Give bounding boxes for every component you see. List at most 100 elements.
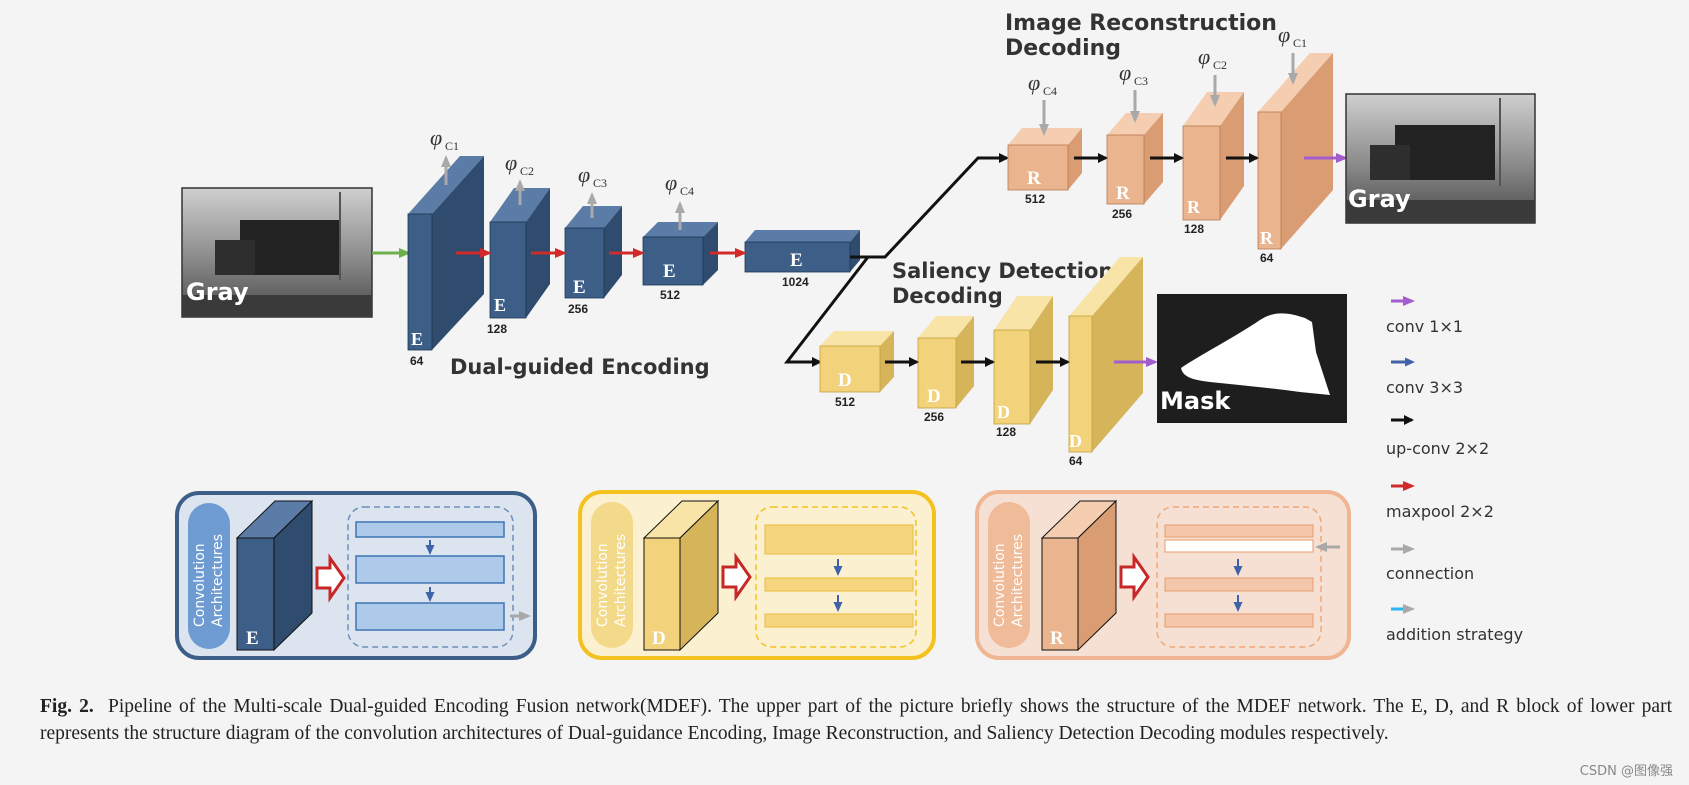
reconstruction-channel-4: 64 — [1260, 251, 1274, 265]
encoder-channel-5: 1024 — [782, 275, 809, 289]
encoder-block-5-letter: E — [790, 250, 803, 271]
reconstruction-channel-2: 256 — [1112, 207, 1132, 221]
reconstruction-channel-3: 128 — [1184, 222, 1204, 236]
saliency-detection-title-line2: Decoding — [892, 284, 1003, 308]
svg-text:C3: C3 — [1134, 74, 1148, 88]
legend: conv 1×1 conv 3×3 up-conv 2×2 maxpool 2×… — [1386, 296, 1523, 644]
svg-text:C3: C3 — [593, 176, 607, 190]
saliency-block-3: D — [993, 296, 1053, 425]
module-decoder-label-2: Architectures — [613, 534, 629, 627]
svg-text:maxpool 2×2: maxpool 2×2 — [1386, 502, 1494, 521]
reconstruction-block-4-letter: R — [1260, 228, 1274, 248]
saliency-block-4: D — [1068, 257, 1143, 453]
module-decoder-label-1: Convolution — [595, 543, 611, 627]
svg-text:C1: C1 — [1293, 36, 1307, 50]
legend-item-addition: addition strategy — [1386, 604, 1523, 644]
svg-text:φ: φ — [1278, 22, 1290, 47]
svg-text:C4: C4 — [1043, 84, 1057, 98]
module-encoder-letter: E — [246, 628, 259, 649]
encoder-block-5: E — [744, 230, 860, 273]
svg-text:C2: C2 — [1213, 58, 1227, 72]
module-encoder-label-1: Convolution — [192, 543, 208, 627]
saliency-block-2-letter: D — [927, 386, 941, 407]
saliency-block-2: D — [917, 316, 974, 409]
image-reconstruction-title-line2: Decoding — [1005, 36, 1121, 61]
legend-item-conv1x1: conv 1×1 — [1386, 296, 1463, 336]
figure-caption-text: Pipeline of the Multi-scale Dual-guided … — [40, 696, 1672, 744]
input-gray-image: Gray — [181, 187, 373, 318]
saliency-block-1-letter: D — [838, 370, 852, 391]
svg-text:conv 3×3: conv 3×3 — [1386, 378, 1463, 397]
svg-text:φ: φ — [665, 170, 677, 195]
svg-text:C2: C2 — [520, 164, 534, 178]
saliency-channel-1: 512 — [835, 395, 855, 409]
svg-text:C4: C4 — [680, 184, 694, 198]
figure-number: Fig. 2. — [40, 696, 94, 717]
output-gray-label: Gray — [1348, 185, 1411, 213]
image-reconstruction-title-line1: Image Reconstruction — [1005, 11, 1277, 36]
encoder-block-1-letter: E — [411, 329, 423, 349]
module-reconstruction-letter: R — [1050, 628, 1064, 649]
encoder-block-2-letter: E — [494, 295, 506, 315]
svg-text:φ: φ — [578, 162, 590, 187]
mdef-diagram: Image Reconstruction Decoding Saliency D… — [175, 11, 1536, 660]
encoder-channel-1: 64 — [410, 354, 424, 368]
reconstruction-block-2-letter: R — [1116, 183, 1130, 204]
saliency-block-1: D — [819, 331, 894, 393]
svg-text:φ: φ — [1119, 60, 1131, 85]
reconstruction-block-1-letter: R — [1027, 168, 1041, 189]
reconstruction-block-1: R — [1007, 128, 1082, 191]
output-gray-image: Gray — [1345, 93, 1536, 224]
reconstruction-block-3-letter: R — [1187, 197, 1201, 217]
encoder-block-4-letter: E — [663, 261, 676, 282]
saliency-block-4-letter: D — [1069, 431, 1082, 451]
saliency-channel-3: 128 — [996, 425, 1016, 439]
reconstruction-block-3: R — [1182, 92, 1244, 221]
svg-text:up-conv 2×2: up-conv 2×2 — [1386, 439, 1489, 458]
module-reconstruction-label-2: Architectures — [1010, 534, 1026, 627]
encoder-block-3-letter: E — [573, 277, 586, 298]
legend-item-connection: connection — [1386, 544, 1474, 583]
svg-text:connection: connection — [1386, 564, 1474, 583]
input-gray-label: Gray — [186, 278, 249, 306]
svg-text:φ: φ — [1198, 44, 1210, 69]
module-encoder-label-2: Architectures — [210, 534, 226, 627]
upconv-branch-reconstruction — [850, 153, 1009, 259]
figure-caption: Fig. 2. Pipeline of the Multi-scale Dual… — [40, 693, 1672, 747]
module-encoder: Convolution Architectures E — [175, 491, 537, 660]
svg-text:C1: C1 — [445, 139, 459, 153]
svg-text:addition strategy: addition strategy — [1386, 625, 1523, 644]
svg-text:conv 1×1: conv 1×1 — [1386, 317, 1463, 336]
saliency-channel-4: 64 — [1069, 454, 1083, 468]
svg-text:φ: φ — [505, 150, 517, 175]
legend-item-upconv: up-conv 2×2 — [1386, 415, 1489, 458]
module-reconstruction: Convolution Architectures R — [975, 490, 1351, 660]
reconstruction-channel-1: 512 — [1025, 192, 1045, 206]
encoder-block-4: E — [642, 222, 718, 286]
svg-text:φ: φ — [1028, 70, 1040, 95]
dual-guided-encoding-title: Dual-guided Encoding — [450, 355, 710, 379]
saliency-block-3-letter: D — [997, 402, 1010, 422]
mask-image: Mask — [1157, 294, 1347, 423]
upconv-branch-saliency — [783, 256, 870, 367]
reconstruction-block-4: R — [1257, 53, 1333, 250]
mask-label: Mask — [1160, 387, 1231, 415]
svg-text:φ: φ — [430, 125, 442, 150]
encoder-channel-4: 512 — [660, 288, 680, 302]
legend-item-conv3x3: conv 3×3 — [1386, 357, 1463, 397]
watermark: CSDN @图像强 — [1579, 764, 1673, 779]
encoder-channel-2: 128 — [487, 322, 507, 336]
module-decoder-letter: D — [652, 628, 666, 649]
legend-item-maxpool: maxpool 2×2 — [1386, 481, 1494, 521]
encoder-channel-3: 256 — [568, 302, 588, 316]
module-decoder: Convolution Architectures D — [578, 490, 936, 660]
saliency-channel-2: 256 — [924, 410, 944, 424]
encoder-block-2: E — [489, 188, 550, 319]
